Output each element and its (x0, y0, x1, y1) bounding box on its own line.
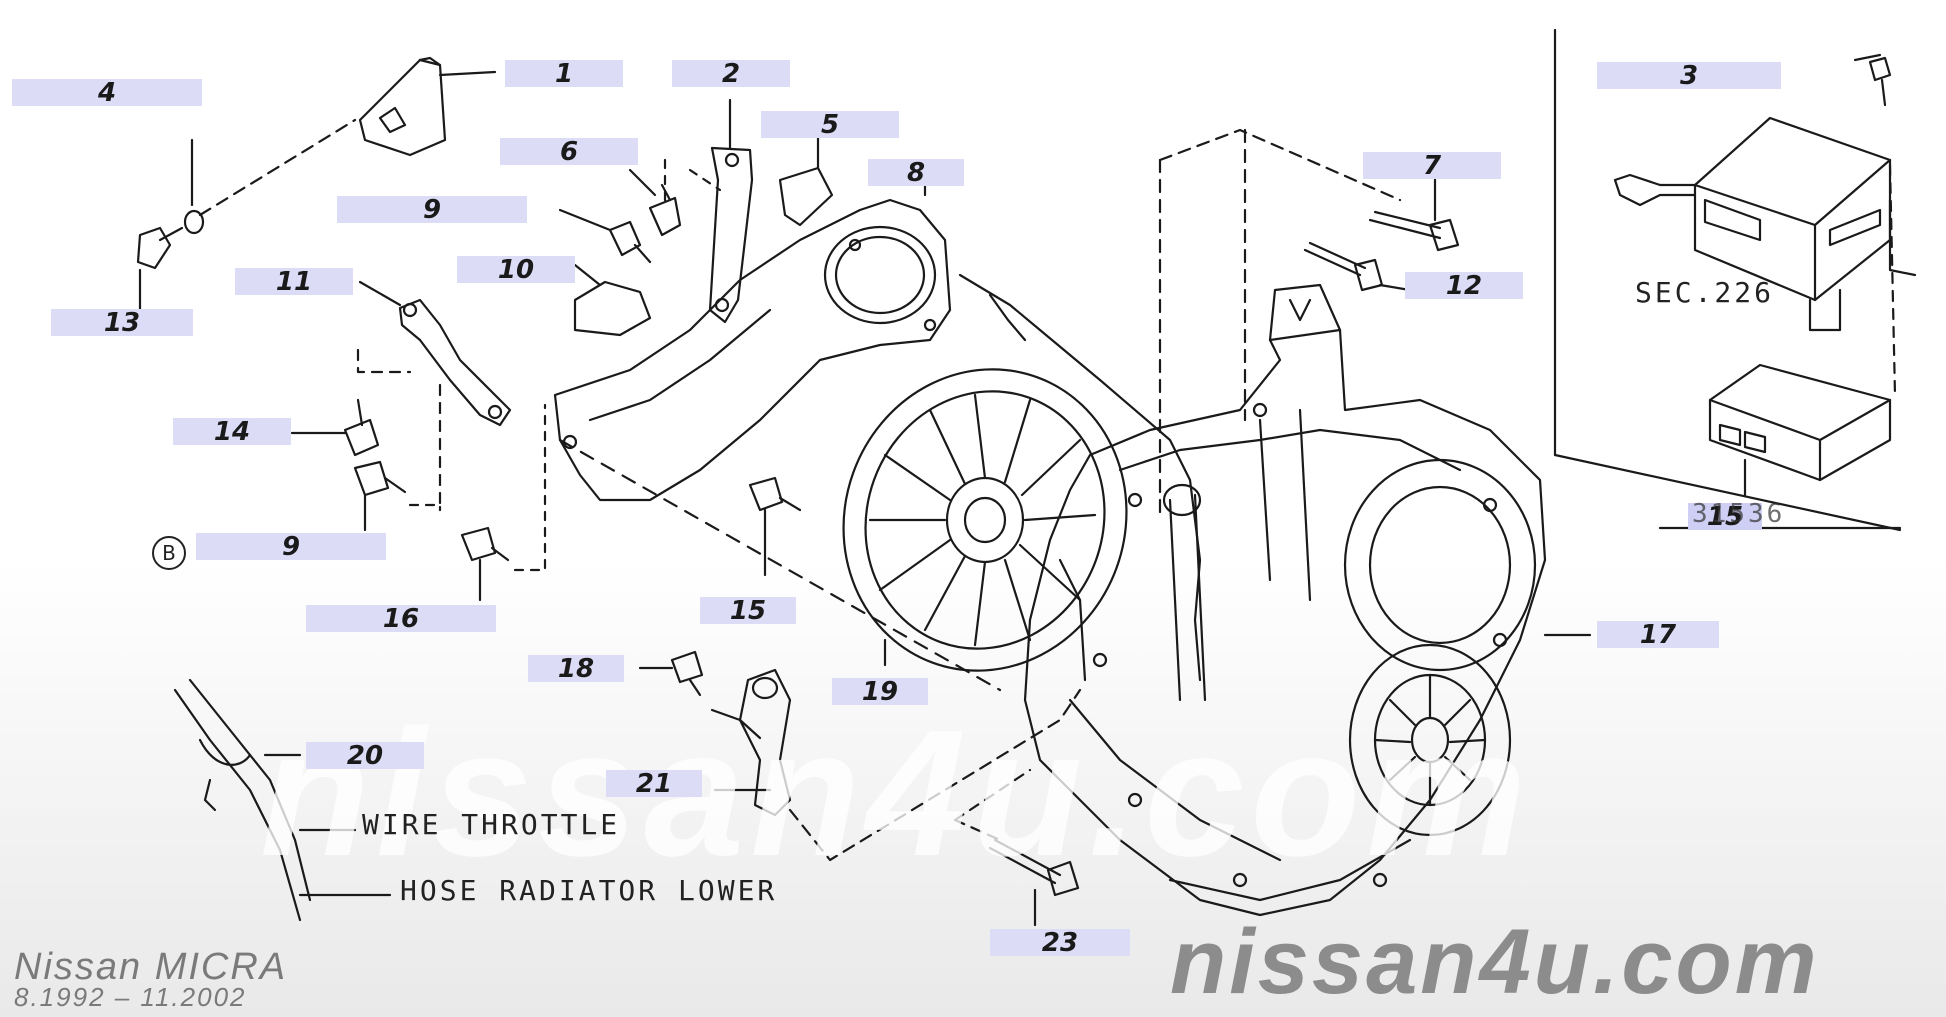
section-ref-226[interactable]: SEC.226 (1635, 276, 1775, 309)
wire-throttle-and-hose-part-21 (173, 678, 392, 922)
model-years: 8.1992 – 11.2002 (14, 982, 247, 1012)
callout-part-7[interactable]: 7 (1363, 151, 1501, 181)
washer-bolt-13 (136, 138, 205, 312)
bracket-part-11 (358, 280, 512, 427)
bolt-part-9-upper (558, 208, 652, 264)
bolt-part-17 (460, 526, 510, 602)
bolt-part-9-lower (353, 460, 407, 532)
callout-part-23[interactable]: 23 (990, 928, 1130, 958)
callout-part-20[interactable]: 19 (832, 677, 928, 707)
model-title: Nissan MICRA (14, 946, 288, 988)
bolt-part-7 (1368, 168, 1460, 252)
bracket-part-1 (358, 56, 497, 157)
callout-part-8[interactable]: 8 (868, 158, 964, 188)
label-hose-radiator-lower: HOSE RADIATOR LOWER (400, 874, 778, 907)
bolt-part-19 (638, 650, 704, 697)
callout-part-1[interactable]: 1 (505, 59, 623, 89)
drive-plate-part-20 (842, 368, 1128, 672)
cover-plate-part-8 (553, 163, 952, 502)
section-ref-31536[interactable]: 31536 (1692, 499, 1786, 529)
reference-circle-b: B (152, 536, 186, 570)
callout-part-15[interactable]: 15 (1688, 502, 1762, 532)
sensor-part-22 (710, 668, 792, 817)
bolt-part-23 (988, 838, 1080, 927)
sensor-part-5 (778, 133, 834, 227)
control-unit-part-3 (1553, 28, 1917, 532)
bolt-part-14 (290, 398, 380, 457)
callout-part-3[interactable]: 3 (1597, 61, 1781, 91)
callout-part-16[interactable]: 15 (700, 596, 796, 626)
callout-part-5[interactable]: 5 (761, 110, 899, 140)
bracket-part-10 (573, 263, 652, 337)
bolt-part-12 (1303, 241, 1412, 292)
bolt-part-16 (748, 476, 802, 577)
callout-part-14[interactable]: 14 (173, 417, 291, 447)
callout-part-11[interactable]: 11 (235, 267, 353, 297)
callout-part-6[interactable]: 6 (500, 137, 638, 167)
callout-part-13[interactable]: 13 (51, 308, 193, 338)
watermark-large: nissan4u.com (260, 693, 1533, 894)
callout-part-22[interactable]: 21 (606, 769, 702, 799)
callout-part-18[interactable]: 17 (1597, 620, 1719, 650)
callout-part-9-lower[interactable]: 9 (196, 532, 386, 562)
module-box-sec-315 (1708, 363, 1892, 497)
label-wire-throttle: WIRE THROTTLE (362, 808, 621, 841)
callout-part-17[interactable]: 16 (306, 604, 496, 634)
callout-part-4[interactable]: 4 (12, 78, 202, 108)
transaxle-part-18 (1023, 283, 1592, 917)
callout-part-19[interactable]: 18 (528, 654, 624, 684)
callout-part-2[interactable]: 2 (672, 59, 790, 89)
callout-part-9-upper[interactable]: 9 (337, 195, 527, 225)
callout-part-12[interactable]: 12 (1405, 271, 1523, 301)
bolt-part-6 (628, 168, 682, 237)
callout-part-21[interactable]: 20 (306, 741, 424, 771)
callout-part-10[interactable]: 10 (457, 255, 575, 285)
watermark-small: nissan4u.com (1170, 911, 1820, 1013)
